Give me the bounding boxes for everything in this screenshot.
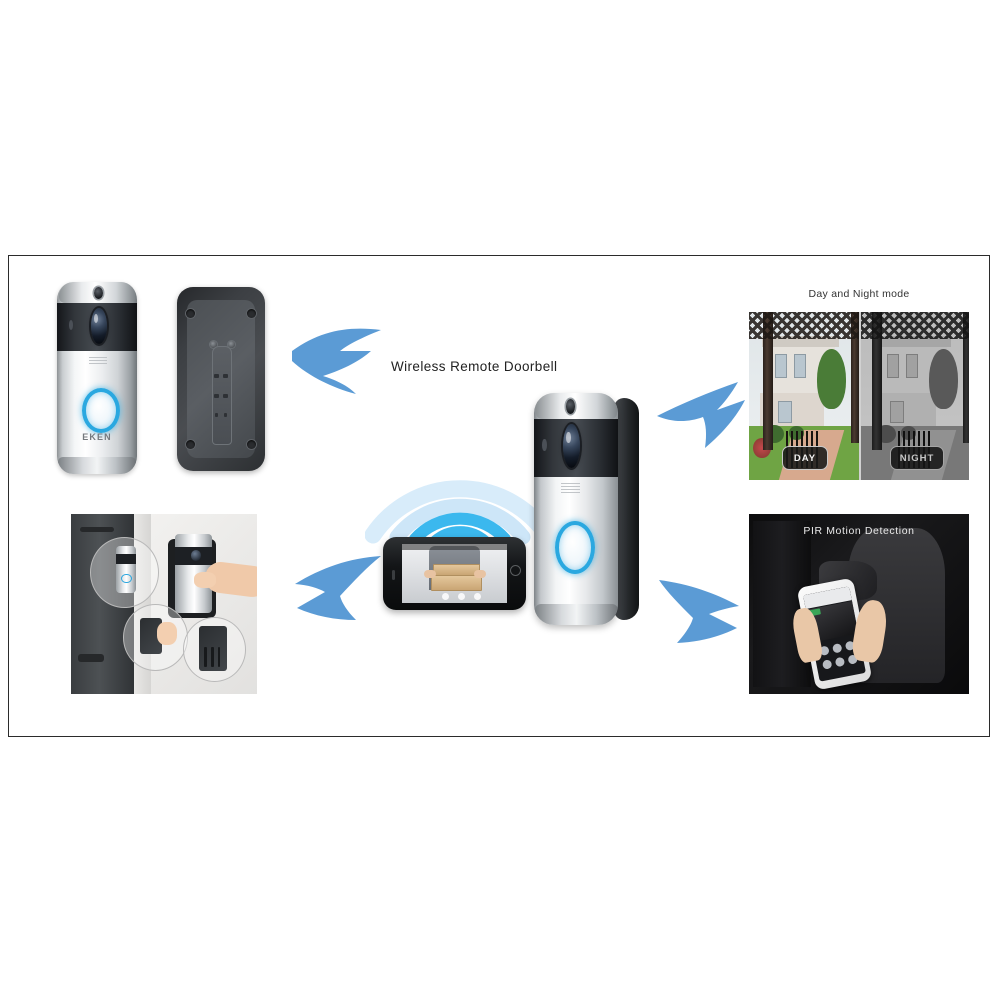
arrow-to-doorbell-front xyxy=(292,328,381,394)
door-lever xyxy=(78,654,105,662)
pergola-column xyxy=(851,312,859,444)
house-window xyxy=(794,354,806,378)
doorbell-body: EKEN xyxy=(57,282,137,474)
pir-sensor-icon xyxy=(94,287,103,300)
installation-photo-panel xyxy=(71,514,257,694)
infographic-canvas: Wireless Remote Doorbell EKEN xyxy=(9,256,989,736)
app-control-icon[interactable] xyxy=(834,657,846,669)
doorbell-bottom-cap xyxy=(534,604,618,625)
doorbell-button-ring[interactable] xyxy=(555,520,596,574)
channel-tick xyxy=(222,393,228,398)
doorbell-bottom-cap xyxy=(57,456,137,474)
doorbell-button-ring[interactable] xyxy=(81,387,121,434)
brand-logo: EKEN xyxy=(82,431,112,442)
doorbell-back-plate xyxy=(177,287,265,471)
doorbell-top-cap xyxy=(535,393,617,419)
house-window xyxy=(777,401,792,424)
pir-photo-panel: PIR Motion Detection xyxy=(749,514,969,694)
pergola-column xyxy=(763,312,774,450)
mount-hole-bottom-left xyxy=(186,440,195,449)
screw-left xyxy=(210,341,217,348)
arrow-layer xyxy=(292,328,745,643)
pergola-column xyxy=(963,312,969,444)
house-window xyxy=(889,401,904,424)
channel-tick xyxy=(214,393,220,398)
arrow-to-installation xyxy=(295,556,381,620)
pergola-column xyxy=(872,312,882,450)
delivery-hand xyxy=(423,569,437,578)
channel-tick xyxy=(214,413,218,418)
tree xyxy=(817,348,846,410)
day-night-photo-panel: DAY xyxy=(749,312,969,480)
wifi-signal-icon xyxy=(365,480,555,548)
infographic-frame: Wireless Remote Doorbell EKEN xyxy=(8,255,990,737)
mount-hole-top-left xyxy=(186,309,195,318)
channel-tick xyxy=(214,373,220,378)
screw-right xyxy=(228,341,235,348)
pressing-finger xyxy=(193,571,217,588)
day-badge: DAY xyxy=(782,446,828,470)
light-sensor-icon xyxy=(69,320,73,330)
ironwork-top xyxy=(861,312,969,339)
day-night-panel-title: Day and Night mode xyxy=(808,288,910,300)
arrow-to-day-night xyxy=(657,382,745,448)
mounted-doorbell xyxy=(175,533,213,613)
pir-sensor-icon xyxy=(566,399,576,414)
callout-doorbell-band xyxy=(115,553,137,565)
house-lower xyxy=(872,392,936,430)
house-window xyxy=(887,354,900,378)
phone-home-button[interactable] xyxy=(510,564,521,576)
app-control-icon[interactable] xyxy=(821,660,833,671)
main-caption: Wireless Remote Doorbell xyxy=(391,359,558,374)
plate-slot xyxy=(204,647,207,667)
phone-speaker xyxy=(391,569,395,580)
speaker-grille xyxy=(89,356,107,367)
battery-channel xyxy=(212,345,232,446)
arrow-to-pir xyxy=(659,580,739,643)
feed-control-icon[interactable] xyxy=(457,593,465,601)
speaker-grille xyxy=(561,483,580,496)
camera-lens-icon xyxy=(90,307,107,345)
feed-control-icon[interactable] xyxy=(441,593,449,601)
phone-screen[interactable] xyxy=(401,543,508,604)
mount-hole-bottom-right xyxy=(247,440,256,449)
callout-hand xyxy=(156,622,177,646)
pir-panel-title: PIR Motion Detection xyxy=(803,525,915,537)
light-sensor-icon xyxy=(542,439,547,451)
app-control-icon[interactable] xyxy=(832,643,843,655)
house-roof xyxy=(874,335,952,348)
callout-doorbell xyxy=(115,546,137,594)
ironwork-top xyxy=(749,312,859,339)
plate-slot xyxy=(211,647,214,667)
feed-top-bar xyxy=(401,543,508,551)
doorbell-front-view: EKEN xyxy=(57,282,137,474)
door-handle xyxy=(80,526,114,532)
day-scene: DAY xyxy=(749,312,859,480)
smartphone-live-view[interactable] xyxy=(383,537,526,610)
plate-slot xyxy=(217,647,221,667)
feed-control-icon[interactable] xyxy=(473,593,481,601)
camera-lens-icon xyxy=(562,424,580,469)
doorbell-angled-view xyxy=(534,393,639,625)
night-scene: NIGHT xyxy=(859,312,969,480)
tree xyxy=(929,348,958,410)
package-box xyxy=(431,574,482,592)
house-window xyxy=(775,354,788,378)
callout-doorbell-ring xyxy=(121,573,133,584)
callout-plate-closeup xyxy=(199,625,228,671)
delivery-hand xyxy=(473,569,487,578)
house-roof xyxy=(762,335,840,348)
channel-tick xyxy=(224,413,228,418)
mounted-camera-lens-icon xyxy=(190,550,202,561)
mount-hole-top-right xyxy=(247,309,256,318)
channel-tick xyxy=(222,373,228,378)
doorbell-body xyxy=(534,393,619,625)
night-badge: NIGHT xyxy=(889,446,945,470)
house-window xyxy=(906,354,918,378)
